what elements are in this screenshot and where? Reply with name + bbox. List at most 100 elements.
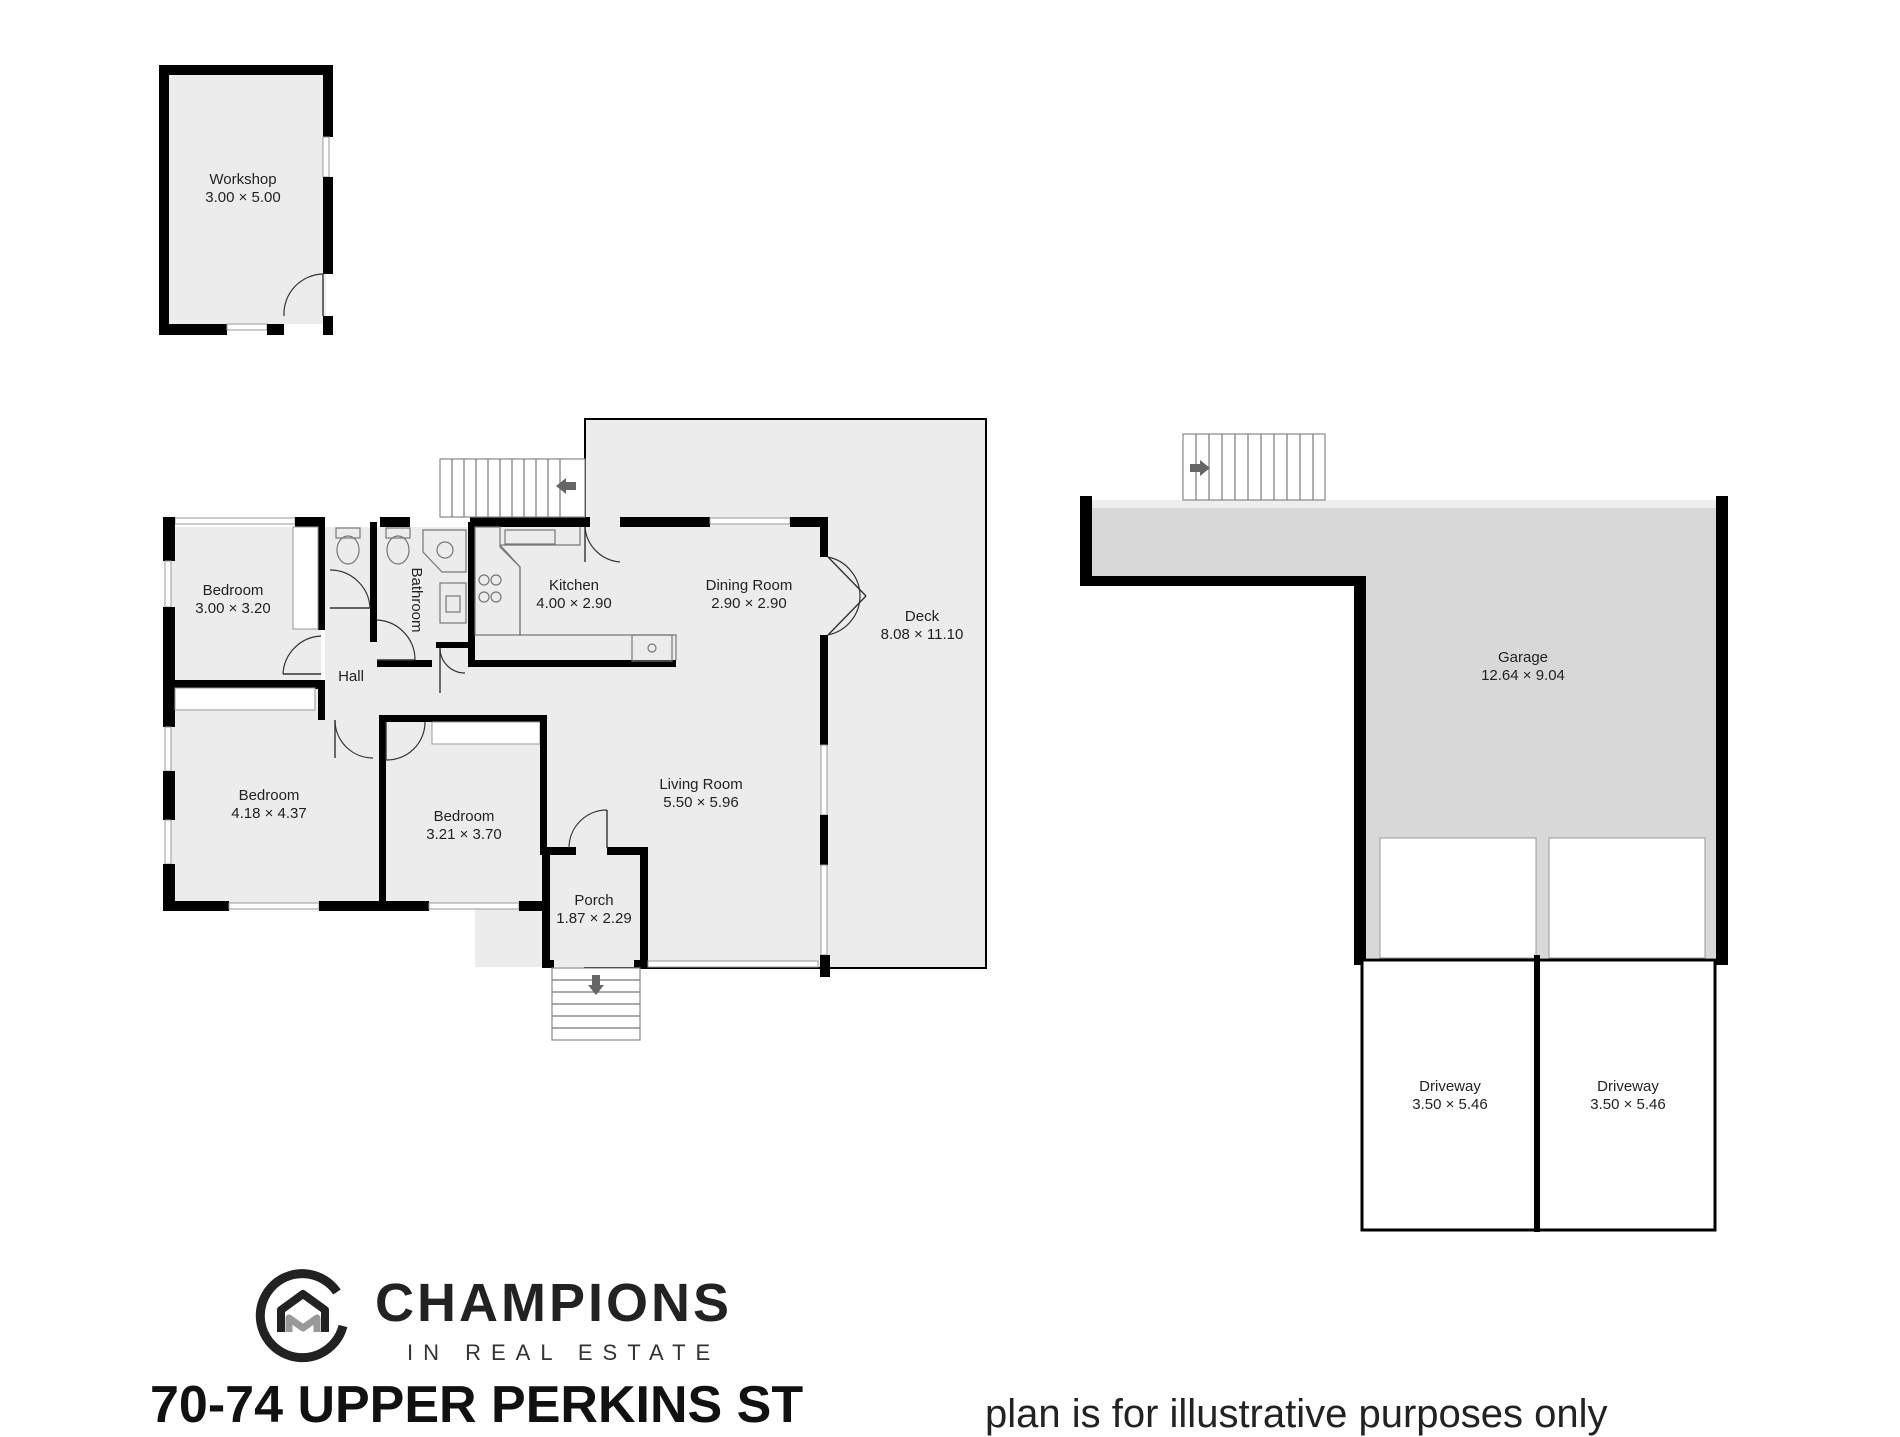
- kitchen-hob-2: [490, 574, 502, 586]
- wall-west-lower: [163, 771, 175, 820]
- toilet-2-cistern: [385, 527, 411, 539]
- toilet-2: [386, 535, 410, 565]
- driveway1-name: Driveway: [1419, 1078, 1481, 1095]
- wall-bedroom1-south: [163, 680, 325, 688]
- workshop-window-bottom: [226, 323, 268, 331]
- garage-wall-north: [1092, 500, 1716, 508]
- bathroom-name: Bathroom: [408, 567, 425, 632]
- wall-porch-north: [542, 847, 576, 855]
- driveway-divider: [1534, 955, 1540, 1232]
- workshop-size: 3.00 × 5.00: [205, 189, 280, 206]
- wall-porch-west: [542, 847, 550, 968]
- workshop-wall-bottom-right: [267, 324, 284, 335]
- living-size: 5.50 × 5.96: [663, 794, 738, 811]
- bedroom2-name: Bedroom: [239, 787, 300, 804]
- property-address: 70-74 UPPER PERKINS ST: [150, 1376, 804, 1434]
- disclaimer-text: plan is for illustrative purposes only: [985, 1392, 1608, 1436]
- kitchen-island: [499, 544, 677, 660]
- wall-bath-south: [377, 660, 432, 667]
- rear-stairs: [439, 458, 586, 518]
- window-west-bedroom1: [164, 560, 172, 608]
- porch-floor: [548, 855, 642, 967]
- wall-south-bedroom3: [519, 901, 548, 911]
- living-name: Living Room: [659, 776, 742, 793]
- driveway1-size: 3.50 × 5.46: [1412, 1096, 1487, 1113]
- garage-door-1: [1379, 837, 1537, 959]
- driveway2-name: Driveway: [1597, 1078, 1659, 1095]
- hall-name: Hall: [338, 668, 364, 685]
- workshop-wall-top: [159, 65, 333, 75]
- shower: [422, 529, 467, 573]
- porch-name: Porch: [574, 892, 613, 909]
- kitchen-hob-3: [478, 591, 490, 603]
- window-east-living-b: [820, 864, 828, 956]
- wall-bedroom3-east: [540, 715, 547, 855]
- wardrobe-bedroom2: [174, 687, 316, 711]
- window-south-bedroom2: [228, 902, 320, 910]
- wall-linen: [436, 642, 475, 648]
- wall-porch-east: [640, 847, 648, 968]
- wall-east-mid: [820, 635, 828, 745]
- deck-size: 8.08 × 11.10: [881, 626, 964, 643]
- driveway2-area: [1535, 958, 1717, 1232]
- bathroom-vanity: [439, 582, 467, 624]
- bath-door-swing: [376, 619, 416, 661]
- garage-stairs: [1182, 433, 1326, 501]
- workshop-building: Workshop 3.00 × 5.00: [159, 65, 333, 335]
- wall-toilet-east: [370, 522, 377, 642]
- wall-porch-north-b: [607, 847, 647, 855]
- driveway2-size: 3.50 × 5.46: [1590, 1096, 1665, 1113]
- wall-porch-south-b: [634, 960, 648, 968]
- kitchen-name: Kitchen: [549, 577, 599, 594]
- rear-stairs-arrow-icon: [556, 478, 576, 494]
- workshop-window-right: [322, 136, 330, 178]
- wall-porch-south-a: [542, 960, 554, 968]
- wall-bedroom3-north: [379, 715, 547, 722]
- wall-west-bottom: [163, 864, 175, 911]
- wardrobe-bedroom3: [431, 721, 541, 745]
- wall-bedroom2-east: [379, 715, 386, 908]
- wall-east-bottom: [820, 955, 830, 977]
- brand-name: CHAMPIONS: [375, 1273, 733, 1333]
- brand-tagline: IN REAL ESTATE: [407, 1340, 721, 1365]
- bedroom1-door-swing: [282, 635, 322, 675]
- porch-door-swing: [568, 809, 608, 849]
- kitchen-bench-top: [500, 527, 581, 546]
- workshop-wall-right-upper: [323, 65, 333, 137]
- garage-building: Garage 12.64 × 9.04 Driveway 3.50 × 5.46…: [1080, 433, 1728, 1232]
- main-house: Bedroom 3.00 × 3.20 Bathroom Kitchen 4.0…: [163, 418, 987, 1041]
- wall-kitchen-south: [468, 660, 676, 667]
- wall-south-bedroom2-a: [163, 901, 229, 911]
- wardrobe-bedroom1: [292, 526, 319, 630]
- wall-east-upper: [820, 517, 828, 557]
- workshop-wall-left: [159, 65, 169, 335]
- bedroom3-name: Bedroom: [434, 808, 495, 825]
- house-monogram-icon: [255, 1269, 348, 1363]
- wall-north-c: [470, 517, 590, 527]
- wall-hall-west: [318, 680, 325, 720]
- deck-name: Deck: [905, 608, 940, 625]
- shower-drain: [436, 541, 454, 559]
- garage-stairs-arrow-icon: [1190, 460, 1210, 476]
- deck-door-leaf-upper: [827, 556, 867, 597]
- wall-west-mid: [163, 607, 175, 727]
- window-west-bedroom2-b: [164, 819, 172, 865]
- kitchen-size: 4.00 × 2.90: [536, 595, 611, 612]
- dining-name: Dining Room: [706, 577, 793, 594]
- bathroom-basin: [445, 595, 461, 613]
- wall-kitchen-west: [468, 522, 475, 667]
- wall-west-upper: [163, 517, 175, 561]
- bedroom3-door-swing: [385, 721, 426, 761]
- workshop-name: Workshop: [209, 171, 276, 188]
- window-north-dining: [709, 517, 791, 525]
- driveway1-area: [1360, 958, 1539, 1232]
- wall-north-b: [380, 517, 410, 527]
- deck-door-leaf-lower: [827, 595, 867, 636]
- workshop-wall-bottom-left: [159, 324, 227, 335]
- wall-south-bedroom2-b: [319, 901, 429, 911]
- bedroom1-size: 3.00 × 3.20: [195, 600, 270, 617]
- garage-wall-west-stub: [1080, 496, 1092, 586]
- entry-door-swing: [584, 526, 621, 563]
- window-south-living: [647, 960, 819, 968]
